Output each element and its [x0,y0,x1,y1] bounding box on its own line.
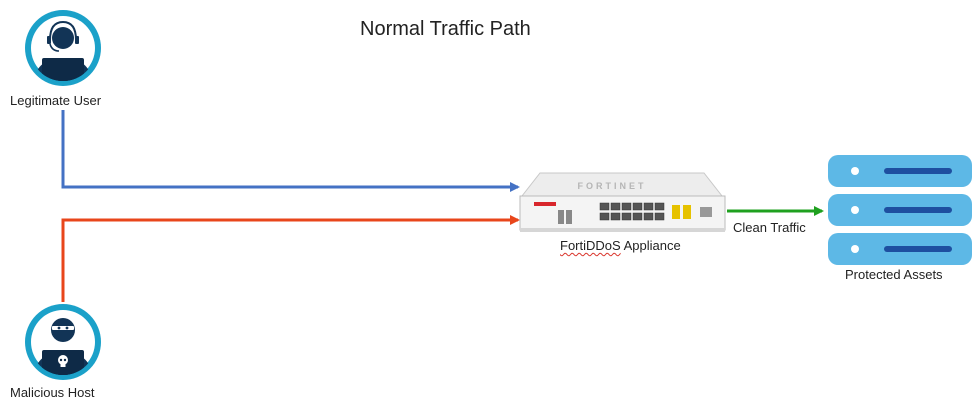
legitimate-user-label: Legitimate User [10,93,102,108]
appliance-label-product: FortiDDoS [560,238,621,253]
malicious-traffic-edge [61,215,520,302]
network-appliance-icon [519,172,726,232]
appliance-label: FortiDDoS Appliance [560,238,681,253]
user-headset-icon [25,10,101,86]
hacker-skull-icon [25,304,101,380]
protected-assets-label: Protected Assets [845,267,943,282]
appliance-brand-text: FORTINET [578,181,647,191]
appliance-label-suffix: Appliance [620,238,681,253]
diagram-title: Normal Traffic Path [360,18,531,40]
clean-traffic-label: Clean Traffic [733,220,806,235]
legit-traffic-edge [61,110,520,192]
malicious-host-label: Malicious Host [10,385,95,400]
server-stack-icon [828,155,972,265]
